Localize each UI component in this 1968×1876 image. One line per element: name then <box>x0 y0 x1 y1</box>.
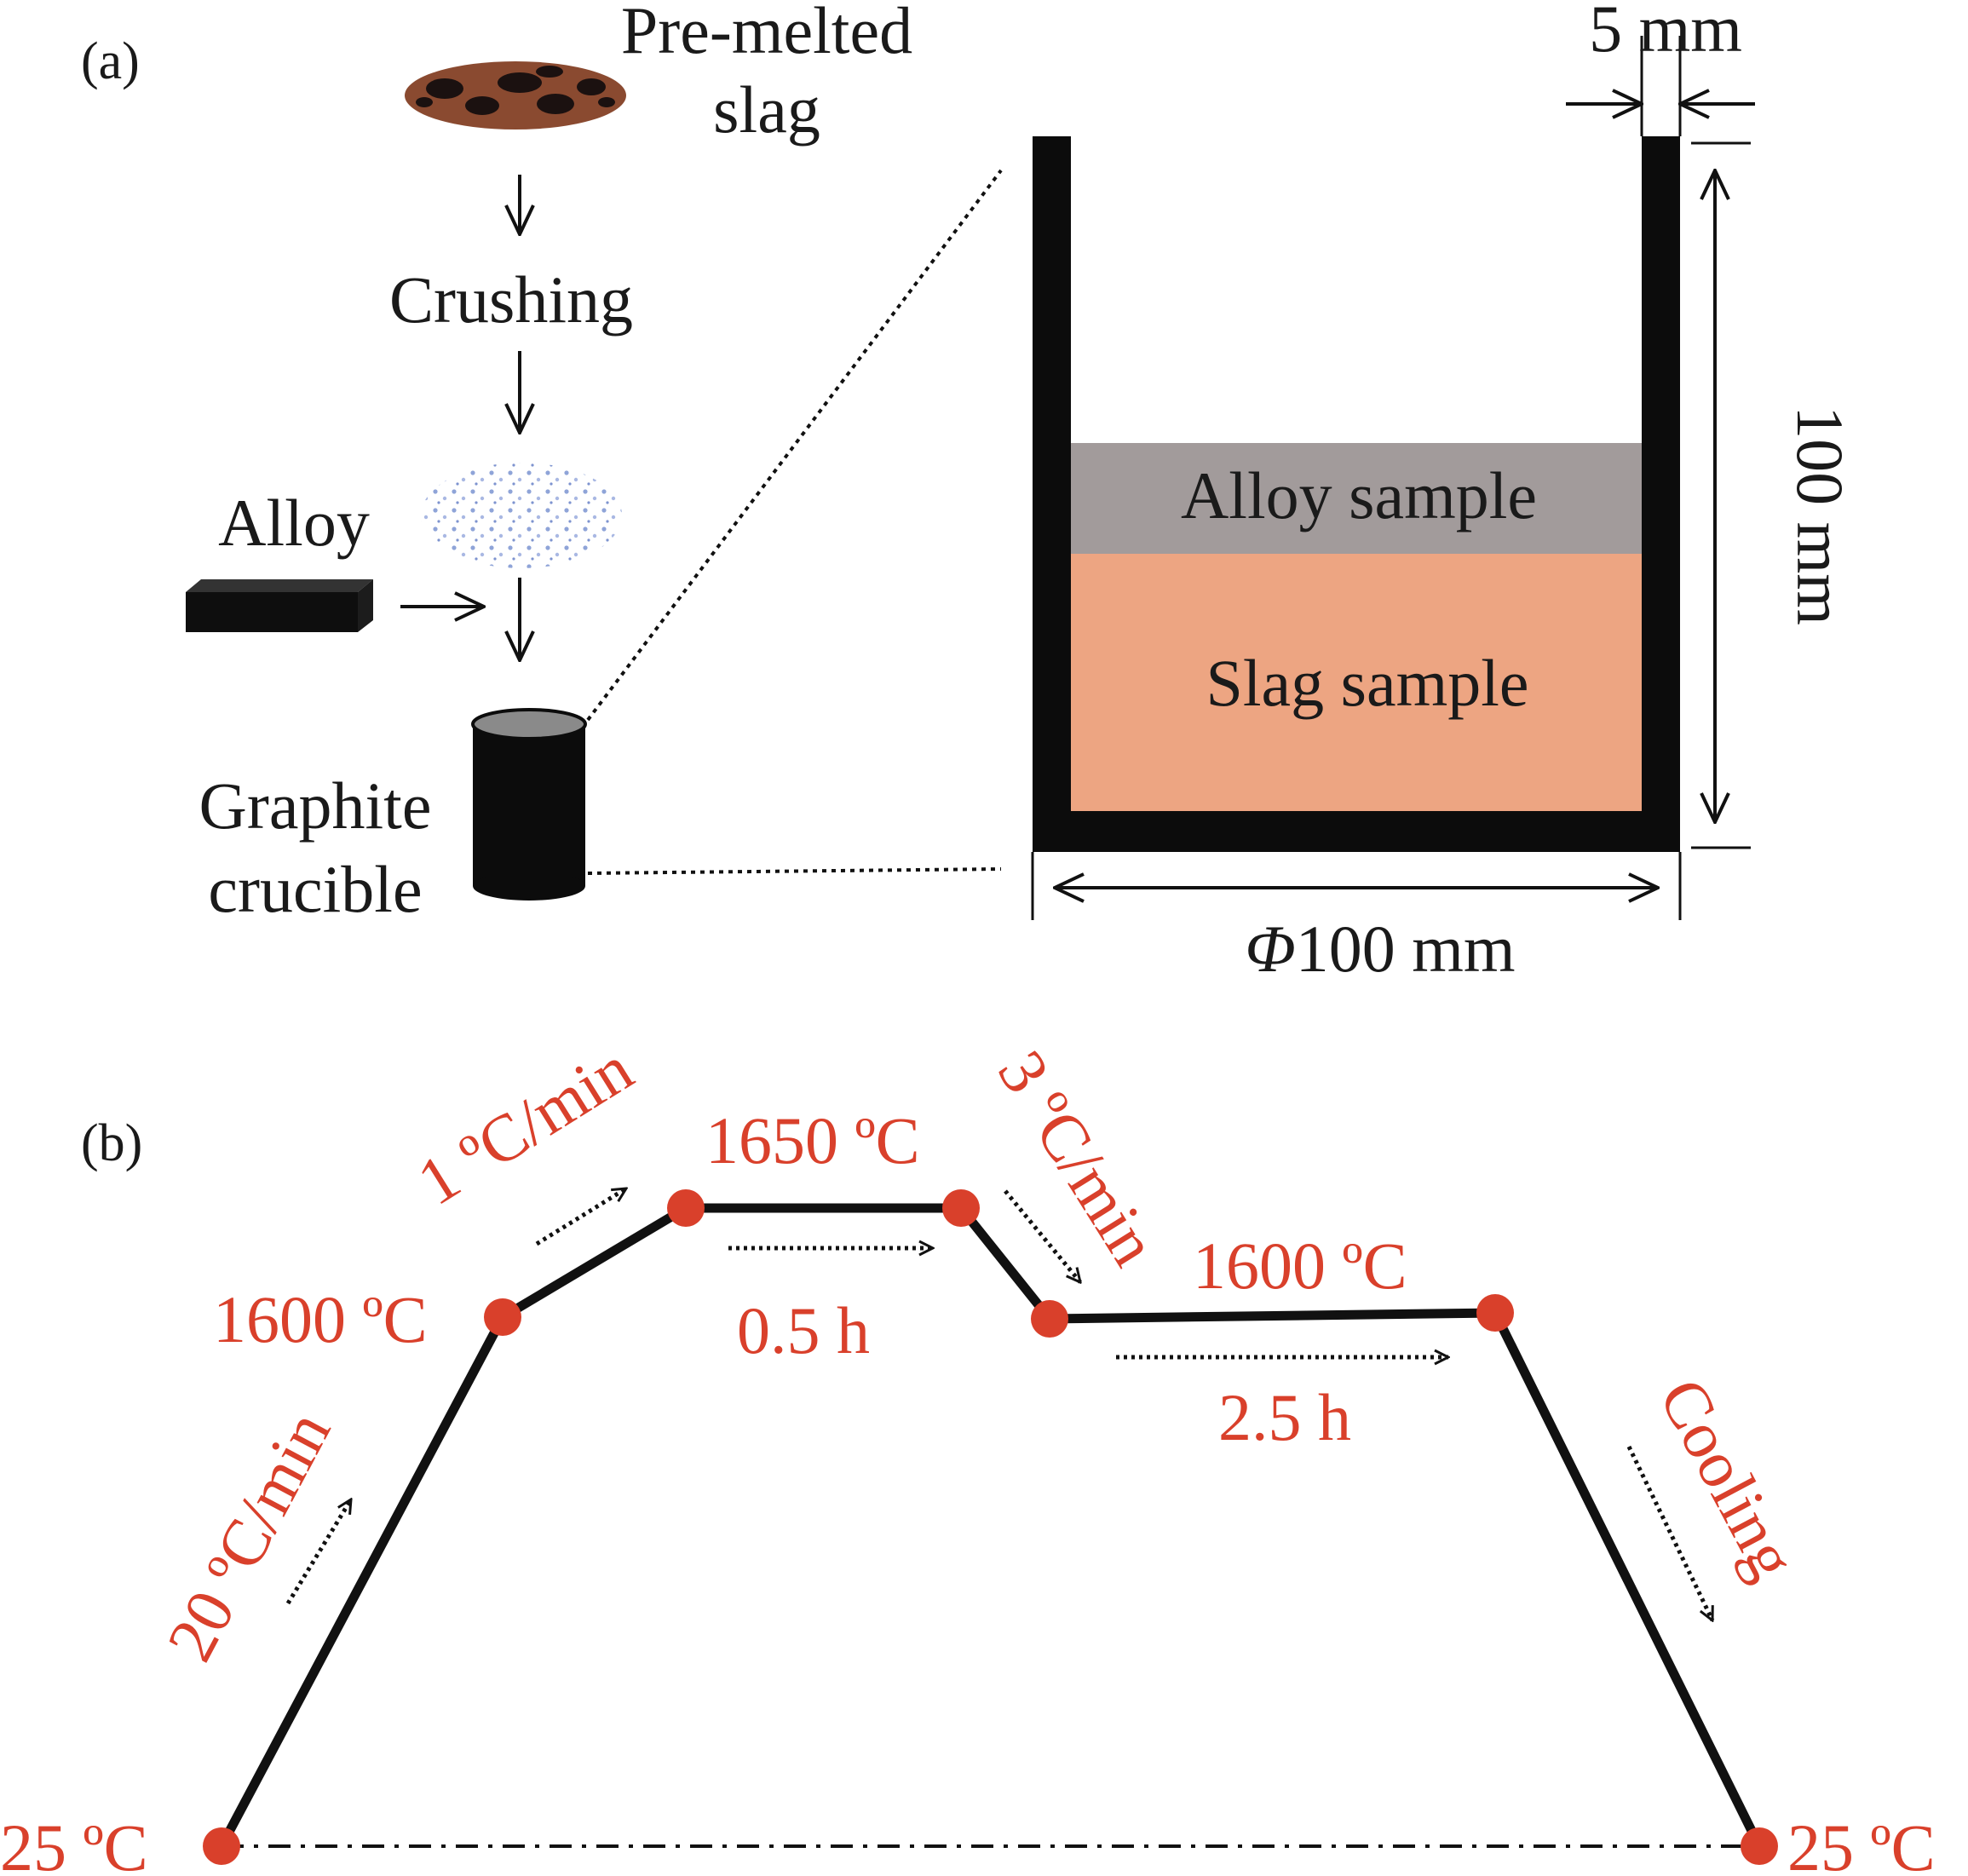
height-dimension <box>1691 141 1751 849</box>
start-temp-label: 25 ºC <box>0 1810 148 1876</box>
diameter-label: Φ100 mm <box>1245 912 1515 986</box>
ramp1-rate-label: 20 ºC/min <box>152 1399 345 1672</box>
second-1600-label: 1600 ºC <box>1193 1229 1407 1303</box>
panel-a-tag: (a) <box>81 32 140 90</box>
diameter-dimension <box>1031 852 1682 920</box>
alloy-sample-label: Alloy sample <box>1181 458 1537 532</box>
point-1600-second-start <box>1031 1300 1068 1338</box>
crushed-powder-icon <box>421 463 622 568</box>
crucible-bottom <box>1033 811 1680 852</box>
pre-melted-slag-icon <box>405 61 626 129</box>
point-1650-start <box>667 1189 705 1227</box>
panel-b-tag: (b) <box>81 1114 142 1172</box>
height-label: 100 mm <box>1783 406 1857 625</box>
alloy-bar-icon <box>186 579 373 632</box>
graphite-crucible-icon <box>471 708 587 901</box>
point-1650-end <box>942 1189 980 1227</box>
ramp3-rate-label: 3 ºC/min <box>984 1038 1172 1278</box>
crucible-right-wall <box>1642 136 1680 852</box>
panel-b: (b) 20 ºC/min 25 ºC 1600 ºC 1 ºC/min 165… <box>0 1031 1936 1876</box>
cooling-dotted-arrow <box>1626 1445 1715 1620</box>
zoom-line-bottom <box>587 867 1002 875</box>
diameter-symbol: Φ <box>1245 912 1295 986</box>
pre-melted-label: Pre-melted <box>621 0 912 67</box>
point-end <box>1741 1827 1778 1865</box>
graphite-label: Graphite <box>199 768 432 843</box>
slag-label: slag <box>713 72 820 147</box>
end-temp-label: 25 ºC <box>1787 1810 1936 1876</box>
crucible-cross-section <box>1033 136 1680 852</box>
point-start <box>203 1827 240 1865</box>
zoom-line-top <box>586 169 1003 722</box>
slag-layer <box>1071 554 1642 811</box>
point-1600-first <box>484 1298 521 1336</box>
ramp1-dotted-arrow <box>285 1499 354 1605</box>
crushing-label: Crushing <box>389 262 633 337</box>
diameter-value: 100 mm <box>1296 912 1516 986</box>
cooling-label: Cooling <box>1645 1367 1811 1591</box>
point-1600-second-end <box>1476 1294 1514 1332</box>
alloy-layer <box>1071 443 1642 554</box>
crucible-left-wall <box>1033 136 1071 852</box>
hold2-duration-label: 2.5 h <box>1218 1380 1351 1454</box>
temperature-profile-line <box>217 1203 1764 1849</box>
hold1-duration-label: 0.5 h <box>737 1293 870 1367</box>
ramp2-rate-label: 1 ºC/min <box>405 1031 645 1219</box>
panel-a: (a) Pre-melted slag Crushing Alloy <box>81 0 1857 986</box>
first-1600-label: 1600 ºC <box>213 1282 428 1356</box>
ramp2-dotted-arrow <box>535 1186 626 1246</box>
crucible-label: crucible <box>208 852 422 926</box>
wall-thickness-dimension <box>1566 36 1755 136</box>
wall-thickness-label: 5 mm <box>1589 0 1742 66</box>
alloy-label: Alloy <box>218 486 370 560</box>
slag-sample-label: Slag sample <box>1206 646 1528 720</box>
temp-1650-label: 1650 ºC <box>705 1103 920 1177</box>
